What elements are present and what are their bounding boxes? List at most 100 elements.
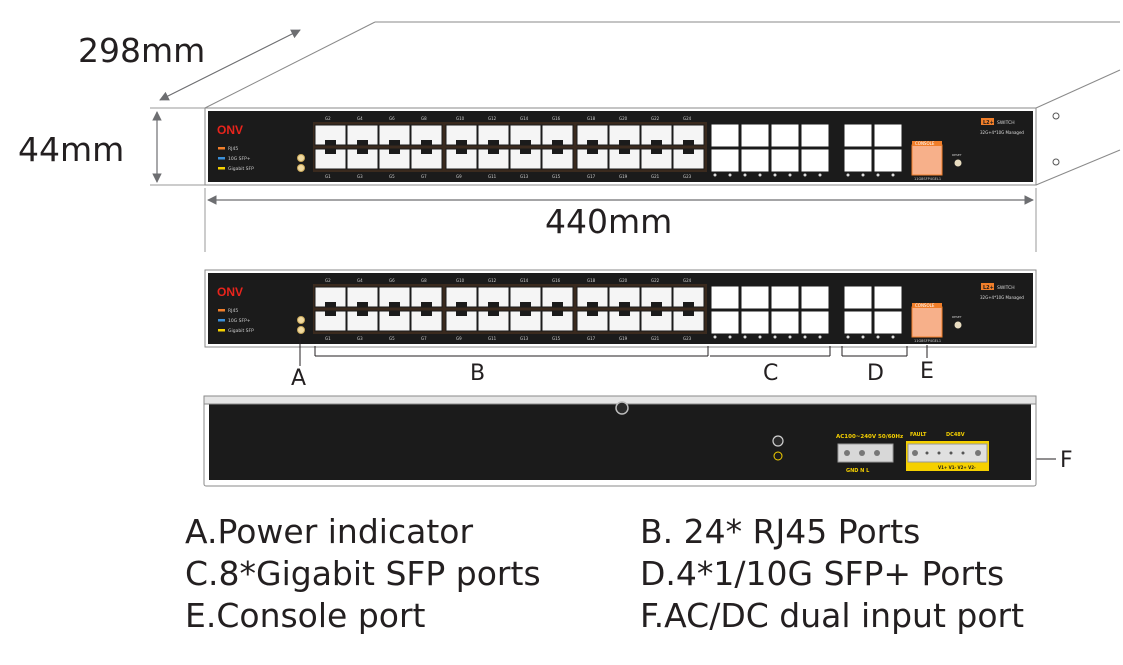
- ground-symbol-icon: [773, 451, 783, 461]
- port-number-label: G15: [552, 336, 561, 341]
- fault-label: FAULT: [910, 432, 927, 438]
- legend-f: F.AC/DC dual input port: [640, 596, 1025, 635]
- height-label: 44mm: [18, 130, 124, 169]
- sfp-plus-block: [843, 123, 903, 177]
- port-number-label: G5: [389, 336, 395, 341]
- reset-label: RESET: [952, 315, 962, 319]
- series-word: SWITCH: [997, 120, 1015, 126]
- port-number-label: G1: [325, 174, 331, 179]
- callout-d: D: [867, 361, 884, 386]
- sfp-port: [770, 310, 800, 335]
- legend-gsfp: Gigabit SFP: [228, 328, 254, 334]
- legend-10g: 10G SFP+: [228, 318, 251, 324]
- port-number-label: G23: [683, 174, 692, 179]
- legend-swatch-rj45: [218, 309, 225, 312]
- depth-dimension: 298mm: [78, 29, 301, 109]
- legend-swatch-10g: [218, 319, 225, 322]
- legend-swatch-gsfp: [218, 329, 225, 332]
- port-number-label: G14: [520, 116, 529, 121]
- port-number-label: G12: [488, 116, 497, 121]
- ac-terminal: [837, 443, 894, 463]
- power-led-1: [297, 154, 305, 162]
- port-number-label: G22: [651, 116, 660, 121]
- reset-label: RESET: [952, 153, 962, 157]
- sfp-plus-port: [843, 310, 873, 335]
- port-number-label: G16: [552, 278, 561, 283]
- port-number-label: G7: [421, 174, 427, 179]
- depth-label: 298mm: [78, 31, 205, 70]
- sfp-port: [800, 285, 830, 310]
- sfp-plus-port: [843, 123, 873, 148]
- port-number-label: G3: [357, 336, 363, 341]
- callout-f: F: [1060, 448, 1073, 473]
- port-number-label: G10: [456, 278, 465, 283]
- gigabit-sfp-block: [710, 285, 830, 339]
- port-number-label: G15: [552, 174, 561, 179]
- gigabit-sfp-block: [710, 123, 830, 177]
- callout-a: A: [291, 366, 306, 391]
- legend-gsfp: Gigabit SFP: [228, 166, 254, 172]
- sfp-plus-block: [843, 285, 903, 339]
- height-dimension: 44mm: [18, 111, 205, 186]
- sfp-port: [710, 310, 740, 335]
- brand-logo: ONV: [217, 285, 243, 299]
- sfp-port: [800, 310, 830, 335]
- port-number-label: G9: [456, 336, 462, 341]
- port-number-label: G11: [488, 174, 497, 179]
- sfp-port: [710, 148, 740, 173]
- console-port: [911, 144, 943, 176]
- reset-button: [954, 159, 962, 167]
- series-badge-text: L2+: [983, 285, 994, 291]
- width-label: 440mm: [545, 202, 672, 241]
- port-number-label: G7: [421, 336, 427, 341]
- port-number-label: G12: [488, 278, 497, 283]
- port-number-label: G8: [421, 116, 427, 121]
- port-number-label: G6: [389, 116, 395, 121]
- sfp-plus-port: [843, 285, 873, 310]
- dc-pins: V1+ V1- V2+ V2-: [938, 465, 976, 470]
- sfp-port: [740, 123, 770, 148]
- power-led-1: [297, 316, 305, 324]
- sfp-port: [800, 148, 830, 173]
- sfp-port: [740, 148, 770, 173]
- port-number-label: G20: [619, 116, 628, 121]
- rj45-port-blocks: G2G1G4G3G6G5G8G7G10G9G12G11G14G13G16G15G…: [313, 116, 707, 179]
- port-number-label: G2: [325, 278, 331, 283]
- port-number-label: G24: [683, 278, 692, 283]
- rear-screw: [615, 401, 629, 415]
- ground-screw-icon: [772, 435, 784, 447]
- series-badge: [981, 118, 994, 125]
- port-number-label: G18: [587, 116, 596, 121]
- port-number-label: G21: [651, 336, 660, 341]
- legend-swatch-gsfp: [218, 167, 225, 170]
- model-desc: 32G+4*10G Managed: [980, 295, 1024, 300]
- legend-d: D.4*1/10G SFP+ Ports: [640, 554, 1005, 593]
- legend-10g: 10G SFP+: [228, 156, 251, 162]
- port-number-label: G19: [619, 174, 628, 179]
- sfp-port: [770, 285, 800, 310]
- rear-panel: AC100~240V 50/60Hz GND N L FAULT DC48V V…: [203, 395, 1037, 487]
- legend: A.Power indicator B. 24* RJ45 Ports C.8*…: [185, 512, 1085, 636]
- sfp-port: [710, 123, 740, 148]
- sfp-plus-port: [843, 148, 873, 173]
- side-screws: [1052, 112, 1060, 166]
- port-number-label: G5: [389, 174, 395, 179]
- legend-rj45: RJ45: [228, 308, 238, 314]
- port-number-label: G1: [325, 336, 331, 341]
- sfp-port: [770, 123, 800, 148]
- console-label: CONSOLE: [915, 303, 935, 308]
- console-label: CONSOLE: [915, 141, 935, 146]
- callout-b: B: [470, 361, 485, 386]
- legend-rj45: RJ45: [228, 146, 238, 152]
- sfp-port: [740, 285, 770, 310]
- callouts: [299, 335, 1056, 460]
- sfp-port: [710, 285, 740, 310]
- port-number-label: G6: [389, 278, 395, 283]
- port-number-label: G17: [587, 174, 596, 179]
- model-code: 11G8SFP4GEL1: [914, 177, 941, 181]
- sfp-plus-port: [873, 123, 903, 148]
- port-number-label: G19: [619, 336, 628, 341]
- sfp-plus-port: [873, 285, 903, 310]
- port-number-label: G16: [552, 116, 561, 121]
